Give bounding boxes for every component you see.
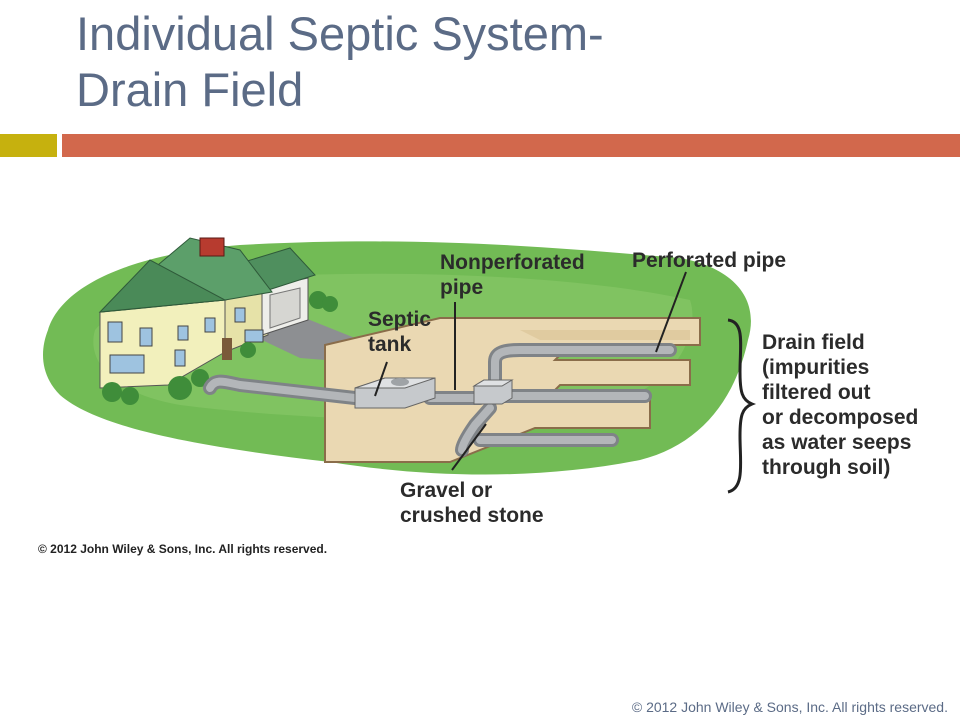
label-septic-tank: Septic tank bbox=[368, 307, 431, 357]
shrubs bbox=[102, 291, 338, 405]
label-gravel-line1: Gravel or bbox=[400, 479, 493, 502]
label-drain-field: Drain field (impurities filtered out or … bbox=[762, 330, 918, 480]
garage-door bbox=[269, 287, 301, 329]
trench-inner bbox=[520, 330, 690, 340]
slide-footer: © 2012 John Wiley & Sons, Inc. All right… bbox=[631, 699, 948, 715]
house-roof-front bbox=[98, 259, 227, 313]
title-line-2: Drain Field bbox=[76, 63, 304, 116]
house-windows bbox=[107, 307, 264, 374]
label-perforated-text: Perforated pipe bbox=[632, 249, 787, 272]
label-drain-line6: through soil) bbox=[762, 456, 891, 479]
slide-title: Individual Septic System- Drain Field bbox=[76, 6, 604, 118]
label-drain-line4: or decomposed bbox=[762, 406, 919, 429]
label-septic-line2: tank bbox=[368, 333, 412, 356]
pipes bbox=[203, 343, 677, 457]
label-perforated-pipe: Perforated pipe bbox=[632, 248, 786, 273]
figure-copyright: © 2012 John Wiley & Sons, Inc. All right… bbox=[38, 542, 328, 556]
septic-tank bbox=[354, 377, 436, 409]
label-drain-line5: as water seeps bbox=[762, 431, 912, 454]
front-door bbox=[222, 338, 232, 360]
label-nonperforated-pipe: Nonperforated pipe bbox=[440, 250, 585, 300]
label-nonperforated-line1: Nonperforated bbox=[440, 251, 585, 274]
label-gravel-line2: crushed stone bbox=[400, 504, 544, 527]
distribution-box bbox=[472, 379, 514, 405]
chimney bbox=[199, 237, 225, 257]
label-drain-line3: filtered out bbox=[762, 381, 871, 404]
label-nonperforated-line2: pipe bbox=[440, 276, 484, 299]
accent-bar-orange bbox=[62, 134, 960, 157]
label-drain-line2: (impurities bbox=[762, 356, 870, 379]
drain-field-brace bbox=[727, 318, 757, 494]
leader-lines bbox=[374, 271, 687, 471]
label-septic-line1: Septic bbox=[368, 308, 432, 331]
label-drain-line1: Drain field bbox=[762, 331, 865, 354]
label-gravel: Gravel or crushed stone bbox=[400, 478, 544, 528]
title-line-1: Individual Septic System- bbox=[76, 7, 604, 60]
septic-diagram bbox=[43, 237, 757, 494]
accent-bar-yellow bbox=[0, 134, 57, 157]
